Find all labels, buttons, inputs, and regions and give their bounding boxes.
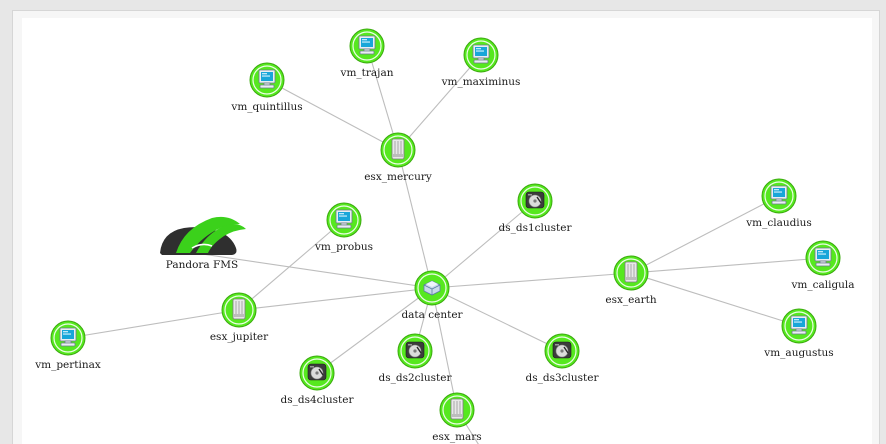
status-halo-ring: [252, 65, 282, 95]
status-halo-ring: [383, 135, 413, 165]
node-vm-augustus[interactable]: vm_augustus: [763, 308, 834, 359]
node-label: vm_maximinus: [441, 76, 521, 88]
status-halo-ring: [352, 31, 382, 61]
status-halo-ring: [547, 336, 577, 366]
node-vm-trajan[interactable]: vm_trajan: [340, 28, 394, 79]
status-halo-ring: [400, 336, 430, 366]
edge-vm_quintillus-esx_mercury: [266, 79, 399, 151]
node-label: vm_claudius: [745, 217, 812, 229]
edge-ds_ds1cluster-data_center: [431, 200, 536, 289]
hard-disk-icon: [552, 341, 572, 359]
monitor-icon: [814, 247, 832, 267]
node-ds-ds3cluster[interactable]: ds_ds3cluster: [526, 333, 600, 384]
node-label: ds_ds2cluster: [379, 372, 453, 384]
edge-esx_earth-data_center: [431, 272, 632, 289]
monitor-icon: [258, 69, 276, 89]
node-label: vm_quintillus: [230, 101, 302, 113]
node-vm-probus[interactable]: vm_probus: [314, 202, 373, 253]
node-label: esx_mars: [432, 431, 481, 443]
node-label: vm_caligula: [790, 279, 854, 291]
hard-disk-icon: [405, 341, 425, 359]
status-halo-ring: [764, 181, 794, 211]
node-label: vm_probus: [314, 241, 373, 253]
node-label: vm_pertinax: [34, 359, 101, 371]
edge-vm_pertinax-esx_jupiter: [67, 309, 240, 339]
node-label: esx_jupiter: [210, 331, 269, 343]
edge-pandora_logo-data_center: [201, 253, 433, 289]
status-halo-ring: [616, 258, 646, 288]
edge-ds_ds3cluster-data_center: [431, 287, 563, 352]
edge-esx_mercury-data_center: [397, 149, 433, 289]
node-ds-ds1cluster[interactable]: ds_ds1cluster: [499, 183, 573, 234]
node-data-center[interactable]: data center: [401, 270, 464, 321]
node-vm-quintillus[interactable]: vm_quintillus: [230, 62, 303, 113]
node-label: vm_augustus: [763, 347, 833, 359]
node-vm-pertinax[interactable]: vm_pertinax: [34, 320, 101, 371]
network-map-svg[interactable]: Pandora FMS vm_trajan vm_maximinus vm_quin…: [22, 18, 872, 444]
node-vm-claudius[interactable]: vm_claudius: [745, 178, 812, 229]
server-icon: [391, 138, 405, 160]
status-halo-ring: [442, 395, 472, 425]
monitor-icon: [770, 185, 788, 205]
status-halo-ring: [224, 295, 254, 325]
server-icon: [624, 261, 638, 283]
edge-esx_jupiter-data_center: [238, 287, 433, 311]
node-label: data center: [401, 309, 463, 321]
node-label: esx_mercury: [364, 171, 432, 183]
status-halo-ring: [417, 273, 447, 303]
monitor-icon: [358, 35, 376, 55]
status-halo-ring: [302, 358, 332, 388]
status-halo-ring: [520, 186, 550, 216]
node-esx-mars[interactable]: esx_mars: [432, 392, 482, 443]
node-ds-ds4cluster[interactable]: ds_ds4cluster: [281, 355, 355, 406]
status-halo-ring: [784, 311, 814, 341]
node-vm-maximinus[interactable]: vm_maximinus: [441, 37, 521, 88]
nodes-layer: vm_trajan vm_maximinus vm_quintillus esx_me…: [34, 28, 855, 443]
node-label: ds_ds3cluster: [526, 372, 600, 384]
node-label: ds_ds4cluster: [281, 394, 355, 406]
edge-vm_maximinus-esx_mercury: [397, 54, 482, 151]
monitor-icon: [335, 209, 353, 229]
edge-vm_caligula-esx_earth: [630, 257, 824, 274]
node-esx-jupiter[interactable]: esx_jupiter: [210, 292, 269, 343]
monitor-icon: [472, 44, 490, 64]
node-vm-caligula[interactable]: vm_caligula: [790, 240, 855, 291]
server-icon: [232, 298, 246, 320]
hard-disk-icon: [307, 363, 327, 381]
edge-vm_claudius-esx_earth: [630, 195, 780, 274]
edge-vm_augustus-esx_earth: [630, 272, 800, 327]
edge-vm_probus-esx_jupiter: [238, 219, 345, 311]
status-halo-ring: [466, 40, 496, 70]
hard-disk-icon: [525, 191, 545, 209]
node-esx-mercury[interactable]: esx_mercury: [364, 132, 432, 183]
status-halo-ring: [53, 323, 83, 353]
edge-ds_ds4cluster-data_center: [316, 287, 433, 374]
edges-layer: [67, 45, 824, 444]
node-label: ds_ds1cluster: [499, 222, 573, 234]
node-label: esx_earth: [605, 294, 656, 306]
node-ds-ds2cluster[interactable]: ds_ds2cluster: [379, 333, 453, 384]
edge-esx_mars-data_center: [431, 287, 458, 411]
status-halo-ring: [808, 243, 838, 273]
edge-vm_trajan-esx_mercury: [366, 45, 399, 151]
network-map-canvas[interactable]: Pandora FMS vm_trajan vm_maximinus vm_quin…: [22, 18, 872, 444]
server-icon: [450, 398, 464, 420]
pandora-fms-logo-label: Pandora FMS: [166, 259, 239, 271]
status-halo-ring: [329, 205, 359, 235]
node-label: vm_trajan: [340, 67, 394, 79]
node-esx-earth[interactable]: esx_earth: [605, 255, 657, 306]
monitor-icon: [59, 327, 77, 347]
monitor-icon: [790, 315, 808, 335]
pandora-fms-logo[interactable]: Pandora FMS: [160, 216, 246, 271]
